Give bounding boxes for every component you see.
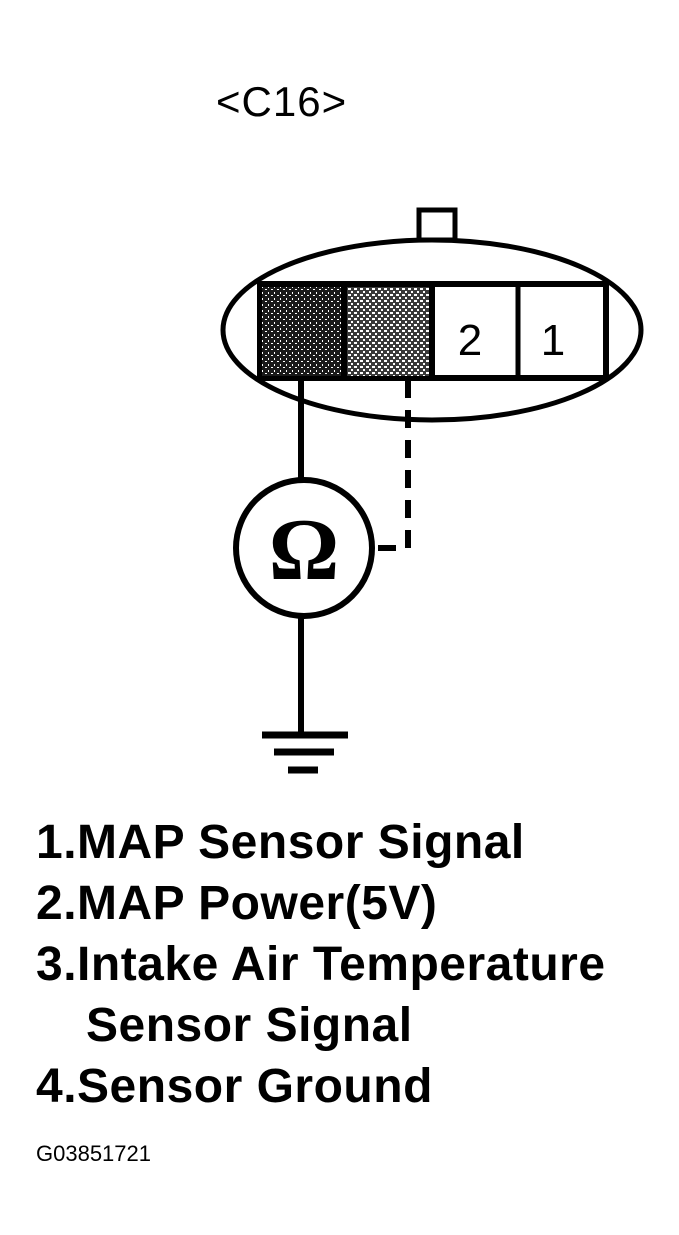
- pin-4-cavity: [262, 287, 342, 376]
- pin-3-cavity: [346, 287, 430, 376]
- ohm-symbol: Ω: [269, 502, 339, 599]
- pin-2-label: 2: [458, 316, 482, 365]
- wiring-diagram: 2 1 Ω: [220, 207, 644, 774]
- pin-1-label: 1: [541, 316, 565, 365]
- connector-title: <C16>: [216, 78, 348, 125]
- pin-legend: 1.MAP Sensor Signal 2.MAP Power(5V) 3.In…: [36, 812, 606, 1117]
- probe-lead-dashed: [376, 380, 411, 551]
- legend-item-2: 2.MAP Power(5V): [36, 877, 438, 930]
- legend-item-4: 4.Sensor Ground: [36, 1060, 433, 1113]
- legend-item-3: 3.Intake Air Temperature: [36, 938, 606, 991]
- figure-code: G03851721: [36, 1141, 151, 1166]
- connector-latch: [416, 207, 458, 243]
- legend-item-3-line-2: Sensor Signal: [86, 999, 413, 1052]
- legend-item-3-continued: Sensor Signal: [36, 995, 606, 1056]
- legend-item-1: 1.MAP Sensor Signal: [36, 816, 525, 869]
- ground-icon: [262, 731, 348, 774]
